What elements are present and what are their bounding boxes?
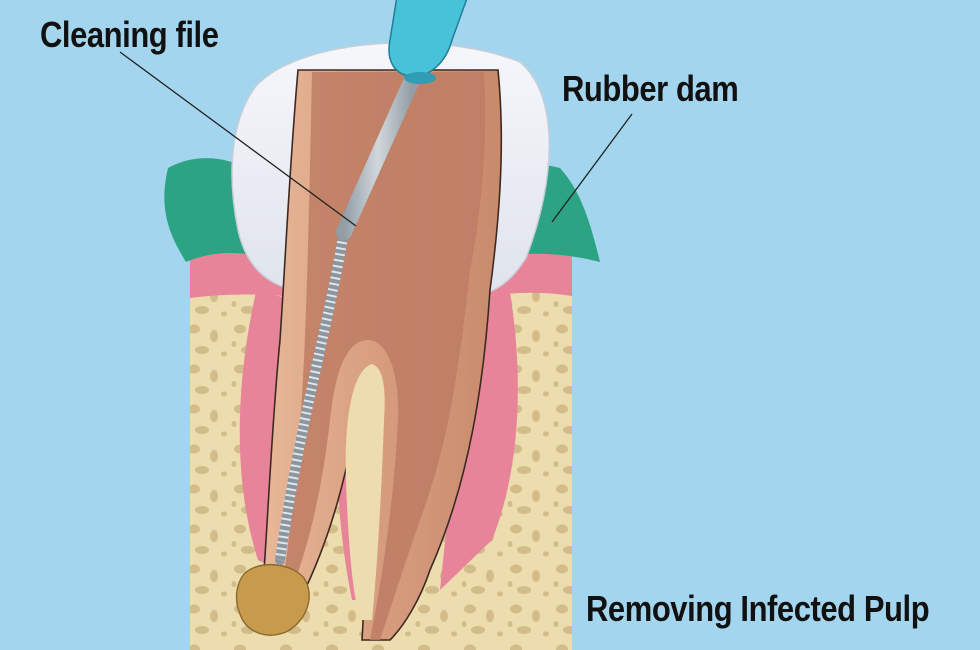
diagram-caption: Removing Infected Pulp xyxy=(586,588,930,629)
root-septum xyxy=(345,364,385,620)
rubber-dam-label: Rubber dam xyxy=(562,68,739,109)
cleaning-file xyxy=(275,0,468,565)
tooth-pulp xyxy=(282,72,486,640)
infected-pulp xyxy=(235,563,310,636)
rubber-dam-leader xyxy=(551,113,633,223)
cleaning-file-leader xyxy=(119,51,357,227)
cleaning-file-label: Cleaning file xyxy=(40,14,219,55)
